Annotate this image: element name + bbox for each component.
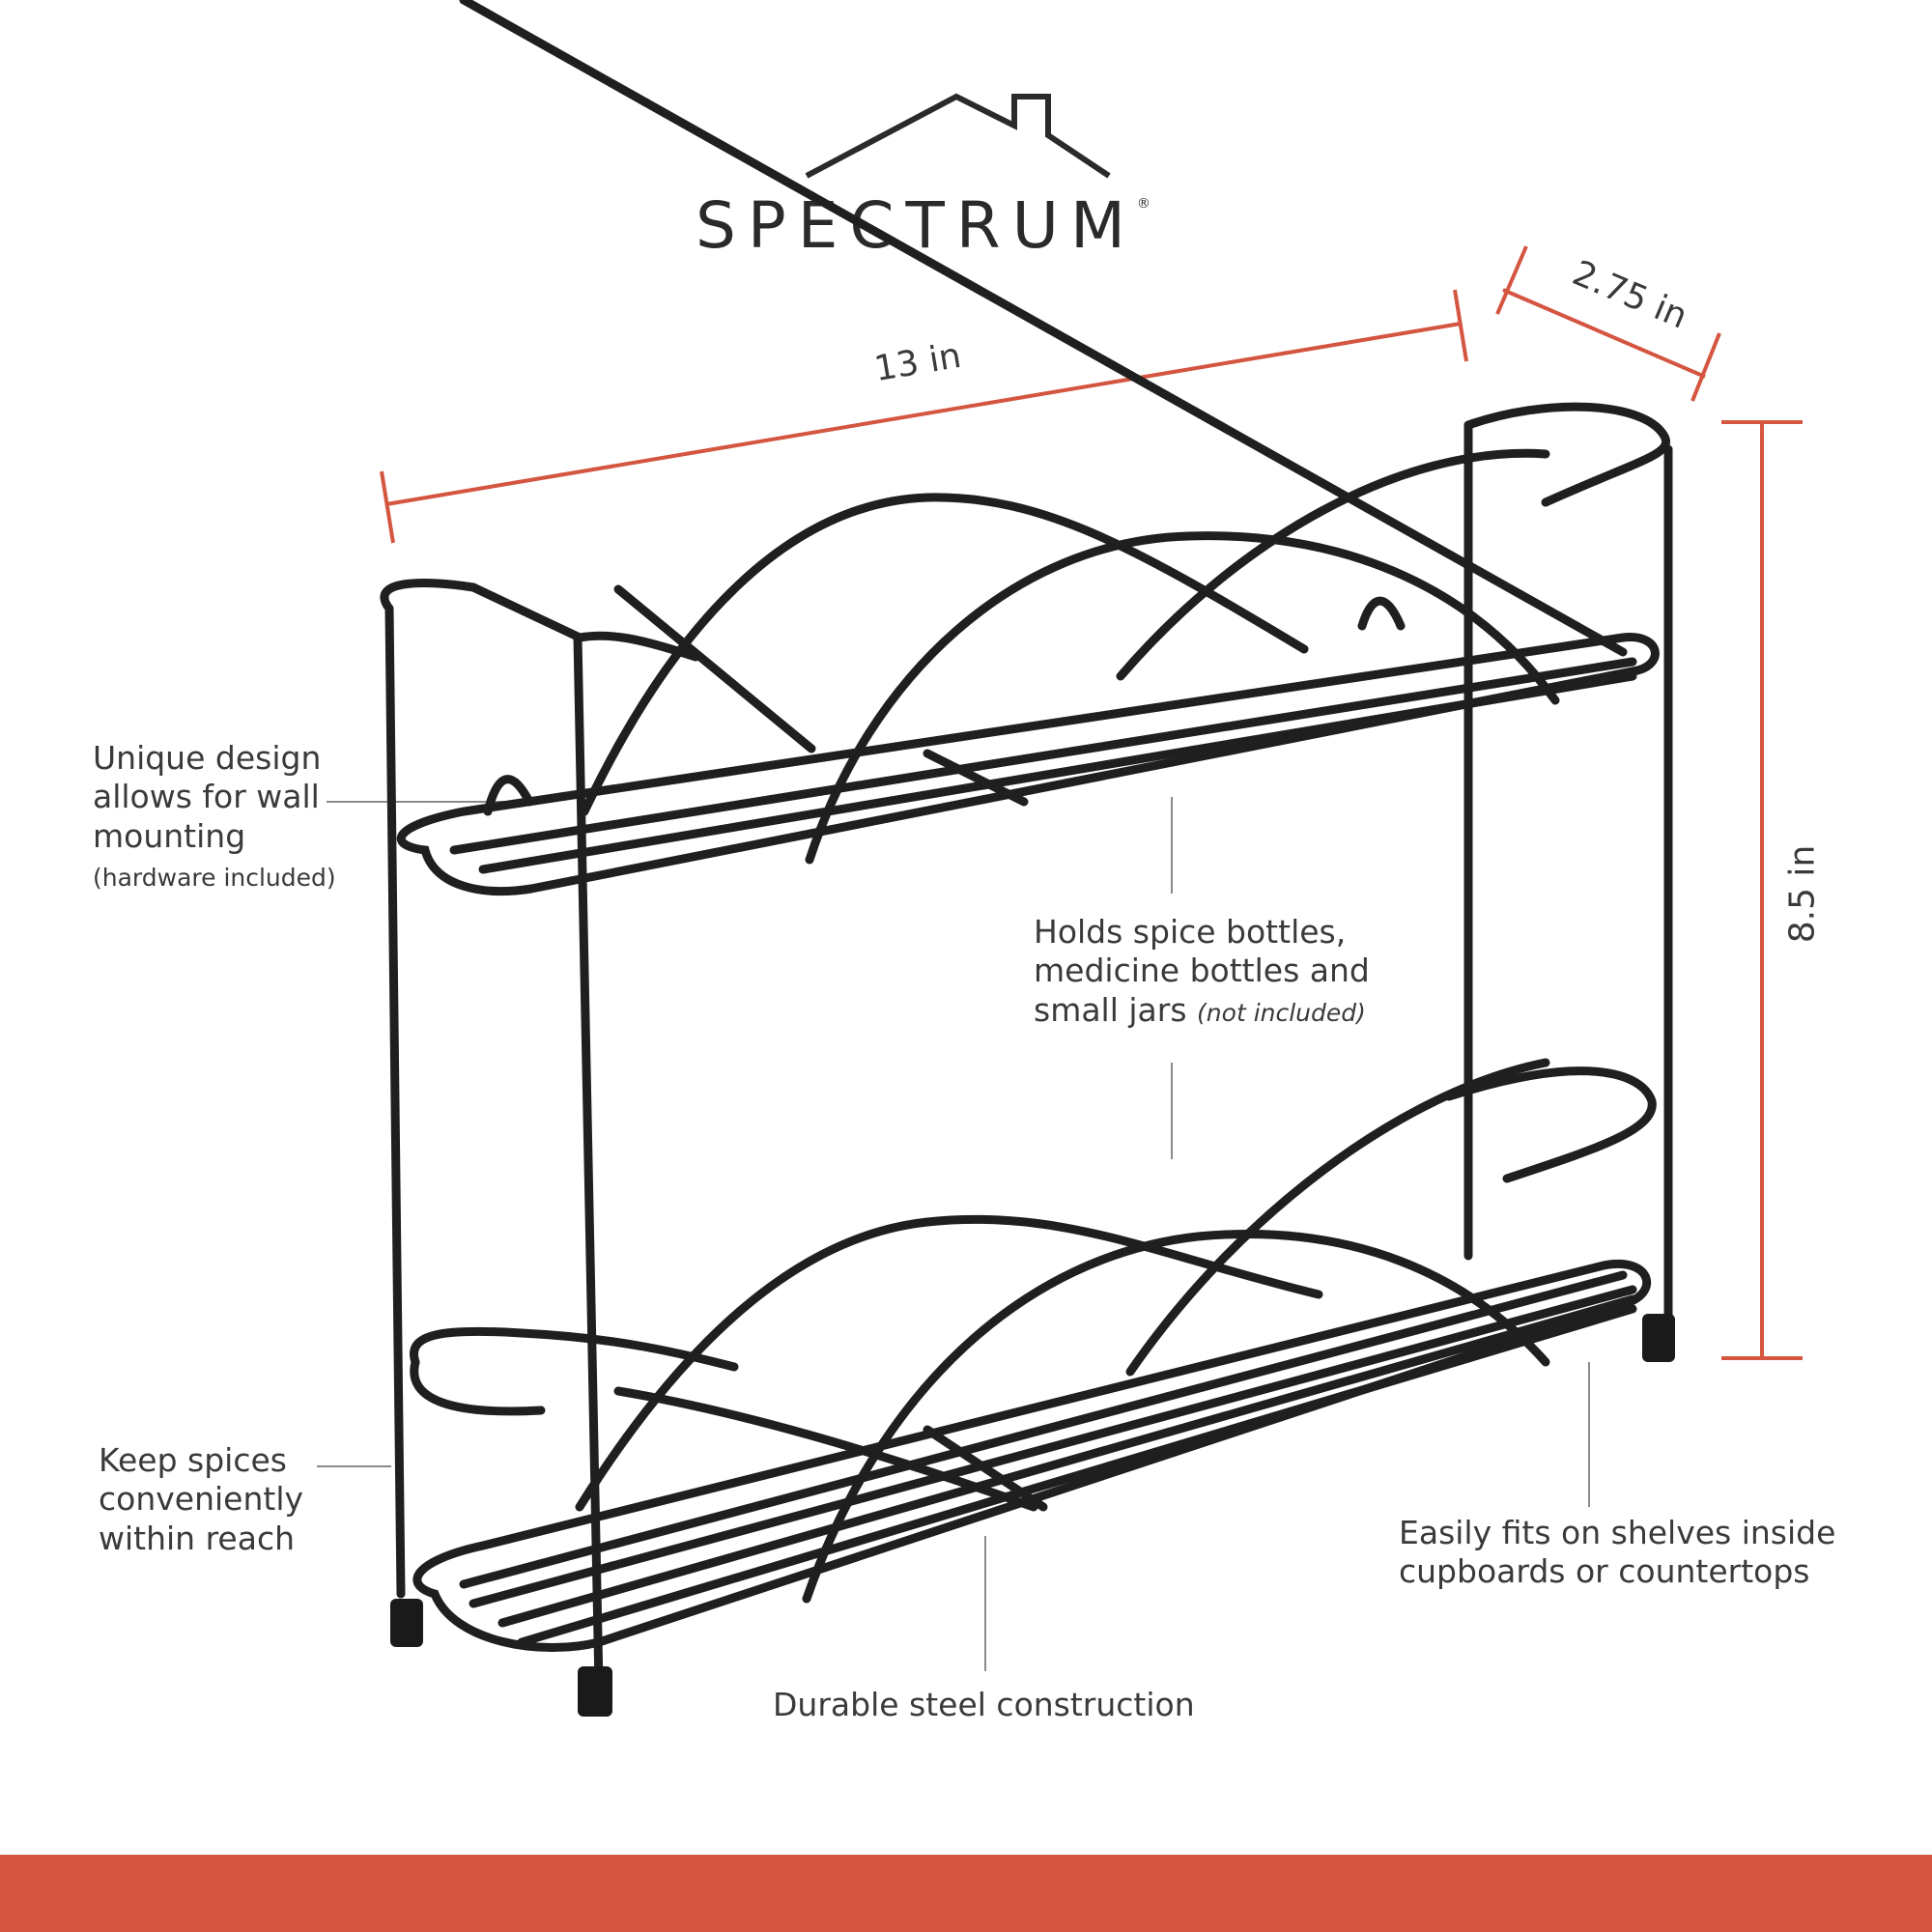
height-dimension-line — [1721, 420, 1803, 1360]
wire-rack-frame — [380, 0, 1673, 1690]
reach-callout: Keep spices conveniently within reach — [99, 1441, 330, 1558]
depth-dimension-line — [1495, 245, 1721, 402]
wall-mount-text: Unique design allows for wall mounting — [93, 739, 322, 855]
width-dimension-line — [380, 289, 1468, 544]
holds-callout: Holds spice bottles, medicine bottles an… — [1034, 913, 1401, 1030]
fits-callout: Easily fits on shelves inside cupboards … — [1399, 1514, 1853, 1592]
steel-text: Durable steel construction — [773, 1686, 1195, 1723]
bottom-accent-bar — [0, 1855, 1932, 1932]
brand-logo: SPECTRUM® — [696, 188, 1236, 263]
holds-note: (not included) — [1197, 998, 1366, 1027]
wall-mount-note: (hardware included) — [93, 863, 336, 892]
height-label: 8.5 in — [1782, 844, 1823, 944]
fits-text: Easily fits on shelves inside cupboards … — [1399, 1514, 1836, 1591]
wall-mount-callout: Unique design allows for wall mounting (… — [93, 739, 363, 895]
holds-text: Holds spice bottles, medicine bottles an… — [1034, 913, 1370, 1029]
rubber-feet — [390, 1314, 1675, 1717]
steel-callout: Durable steel construction — [773, 1686, 1217, 1724]
registered-mark: ® — [1136, 196, 1151, 212]
reach-text: Keep spices conveniently within reach — [99, 1441, 304, 1557]
callout-lines — [317, 797, 1590, 1671]
